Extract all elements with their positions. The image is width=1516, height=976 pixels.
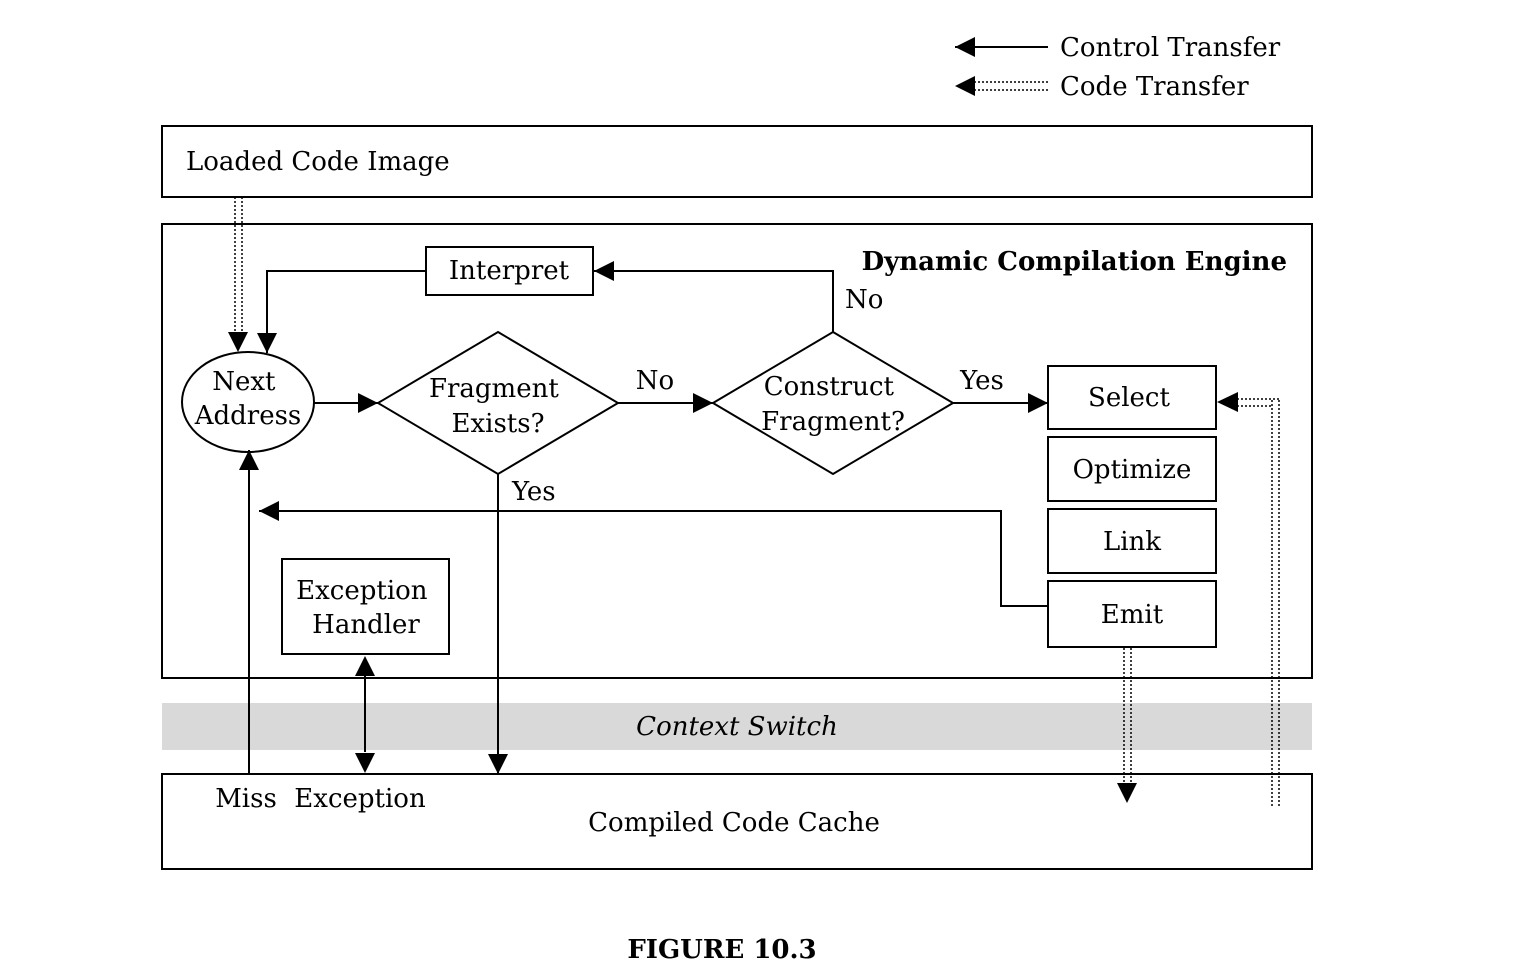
- construct-no-label: No: [845, 285, 883, 315]
- engine-title: Dynamic Compilation Engine: [862, 247, 1287, 277]
- emit-to-next-address-arrow: [259, 501, 1048, 607]
- legend: Control Transfer Code Transfer: [955, 33, 1281, 102]
- context-switch-band: [162, 703, 1312, 750]
- loaded-code-image-label: Loaded Code Image: [186, 147, 450, 177]
- optimize-label: Optimize: [1073, 455, 1192, 485]
- compiled-code-cache-label: Compiled Code Cache: [588, 808, 880, 838]
- fragment-yes-label: Yes: [511, 477, 556, 507]
- optimize-box: [1047, 436, 1217, 502]
- emit-to-cache-code-arrow: [1117, 648, 1137, 803]
- loaded-code-image-box: [161, 125, 1313, 198]
- interpret-to-next-address-arrow: [257, 270, 426, 353]
- interpret-label: Interpret: [449, 256, 570, 286]
- exception-handler-box: [281, 558, 450, 655]
- emit-box: [1047, 580, 1217, 648]
- construct-no-arrow: [594, 261, 834, 332]
- code-transfer-legend-label: Code Transfer: [1060, 72, 1249, 102]
- context-switch-label: Context Switch: [636, 712, 838, 742]
- select-label: Select: [1088, 383, 1170, 413]
- figure-caption: FIGURE 10.3: [627, 935, 816, 965]
- code-transfer-legend-arrow: [955, 76, 1048, 96]
- control-transfer-legend-label: Control Transfer: [1060, 33, 1281, 63]
- construct-yes-label: Yes: [959, 366, 1004, 396]
- exception-double-arrow: [355, 656, 375, 773]
- select-box: [1047, 365, 1217, 430]
- link-box: [1047, 508, 1217, 574]
- exception-label: Exception: [294, 784, 426, 814]
- loaded-image-to-next-address-code-arrow: [228, 197, 248, 352]
- construct-fragment-decision: [711, 330, 955, 476]
- fragment-no-label: No: [636, 366, 674, 396]
- compiled-code-cache-box: [161, 773, 1313, 870]
- miss-label: Miss: [215, 784, 277, 814]
- cache-to-select-code-arrow: [1217, 392, 1280, 806]
- exception-handler-label: Exception Handler: [296, 576, 436, 640]
- next-address-label: Next Address: [194, 367, 302, 431]
- link-label: Link: [1103, 527, 1161, 557]
- construct-fragment-label: Construct Fragment?: [761, 372, 905, 437]
- fragment-exists-label: Fragment Exists?: [429, 374, 567, 439]
- emit-label: Emit: [1101, 600, 1164, 630]
